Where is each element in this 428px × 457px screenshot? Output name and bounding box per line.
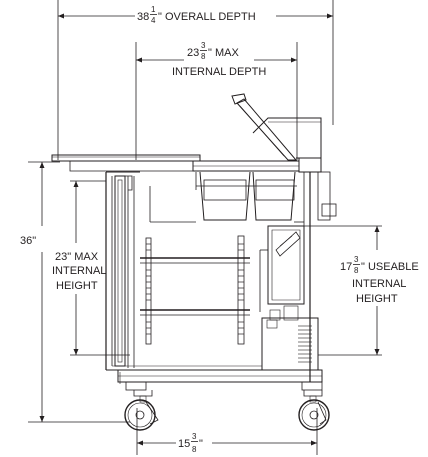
base-frame	[117, 369, 323, 391]
overall-depth-whole: 38	[137, 11, 149, 23]
left-caster	[124, 390, 159, 431]
max-height-line2: INTERNAL	[52, 265, 106, 277]
caster-spacing-denominator: 8	[192, 445, 197, 454]
useable-height-line3: HEIGHT	[356, 293, 398, 305]
right-caster	[298, 390, 330, 431]
food-pans	[195, 171, 297, 221]
overall-depth-numerator: 1	[151, 5, 156, 14]
top-rail	[192, 157, 322, 173]
max-internal-height-dimension: 23" MAX INTERNAL HEIGHT	[52, 180, 130, 356]
useable-height-denominator: 8	[354, 266, 359, 275]
caster-spacing-label: "	[199, 438, 203, 450]
overall-depth-dimension: 38 1 4 " OVERALL DEPTH	[57, 0, 334, 160]
useable-height-whole: 17	[340, 261, 352, 273]
useable-height-numerator: 3	[354, 255, 359, 264]
shelving	[140, 235, 250, 345]
max-height-line3: HEIGHT	[56, 280, 98, 292]
max-internal-depth-dimension: 23 3 8 " MAX INTERNAL DEPTH	[135, 41, 298, 160]
height-label: 36"	[20, 235, 36, 247]
height-36-dimension: 36"	[20, 161, 130, 423]
cabinet-body	[105, 171, 320, 382]
max-depth-whole: 23	[187, 47, 199, 59]
useable-internal-height-dimension: 17 3 8 " USEABLE INTERNAL HEIGHT	[300, 225, 419, 356]
overall-depth-label: " OVERALL DEPTH	[158, 11, 256, 23]
max-depth-numerator: 3	[201, 41, 206, 50]
max-depth-label-line2: INTERNAL DEPTH	[172, 66, 266, 78]
caster-spacing-numerator: 3	[192, 432, 197, 441]
max-height-line1: 23" MAX	[55, 251, 99, 263]
useable-height-line2: INTERNAL	[352, 278, 406, 290]
overall-depth-denominator: 4	[151, 16, 156, 25]
caster-spacing-dimension: 15 3 8 "	[136, 408, 318, 455]
compressor-housing	[317, 171, 337, 221]
evaporator	[259, 225, 305, 312]
useable-height-label: " USEABLE	[361, 261, 419, 273]
lid	[231, 93, 322, 161]
max-depth-label: " MAX	[208, 47, 239, 59]
prep-table-side-view	[51, 93, 337, 431]
max-depth-denominator: 8	[201, 52, 206, 61]
caster-spacing-whole: 15	[178, 438, 190, 450]
cutting-board	[51, 154, 201, 172]
